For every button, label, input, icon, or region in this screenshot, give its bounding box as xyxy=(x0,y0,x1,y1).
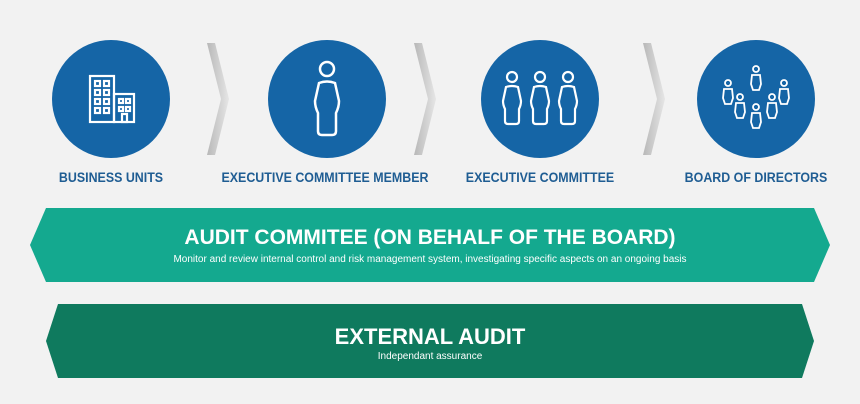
external-audit-band: EXTERNAL AUDIT Independant assurance xyxy=(30,304,830,378)
business-units-node xyxy=(52,40,170,158)
person-icon xyxy=(313,60,341,137)
business-units-label: BUSINESS UNITS xyxy=(58,170,164,185)
external-audit-title: EXTERNAL AUDIT xyxy=(334,324,526,349)
executive-committee-member-label: EXECUTIVE COMMITTEE MEMBER xyxy=(221,170,429,185)
external-audit-description: Independant assurance xyxy=(377,351,483,362)
executive-committee-member-node xyxy=(268,40,386,158)
chevron-right-icon xyxy=(643,43,665,155)
executive-committee-circle xyxy=(481,40,599,158)
business-units-circle xyxy=(52,40,170,158)
executive-committee-label: EXECUTIVE COMMITTEE xyxy=(465,170,615,185)
audit-committee-band: AUDIT COMMITEE (ON BEHALF OF THE BOARD) … xyxy=(30,208,830,282)
audit-committee-description: Monitor and review internal control and … xyxy=(173,254,687,265)
executive-committee-node xyxy=(481,40,599,158)
board-of-directors-circle xyxy=(697,40,815,158)
audit-committee-title: AUDIT COMMITEE (ON BEHALF OF THE BOARD) xyxy=(184,226,676,249)
board-people-icon xyxy=(722,65,790,129)
chevron-right-icon xyxy=(207,43,229,155)
executive-committee-member-circle xyxy=(268,40,386,158)
board-of-directors-label: BOARD OF DIRECTORS xyxy=(684,170,828,185)
buildings-icon xyxy=(88,74,136,124)
group-of-three-icon xyxy=(501,70,579,126)
external-audit-band-shape xyxy=(46,304,814,378)
audit-committee-band-shape xyxy=(30,208,830,282)
board-of-directors-node xyxy=(697,40,815,158)
chevron-right-icon xyxy=(414,43,436,155)
